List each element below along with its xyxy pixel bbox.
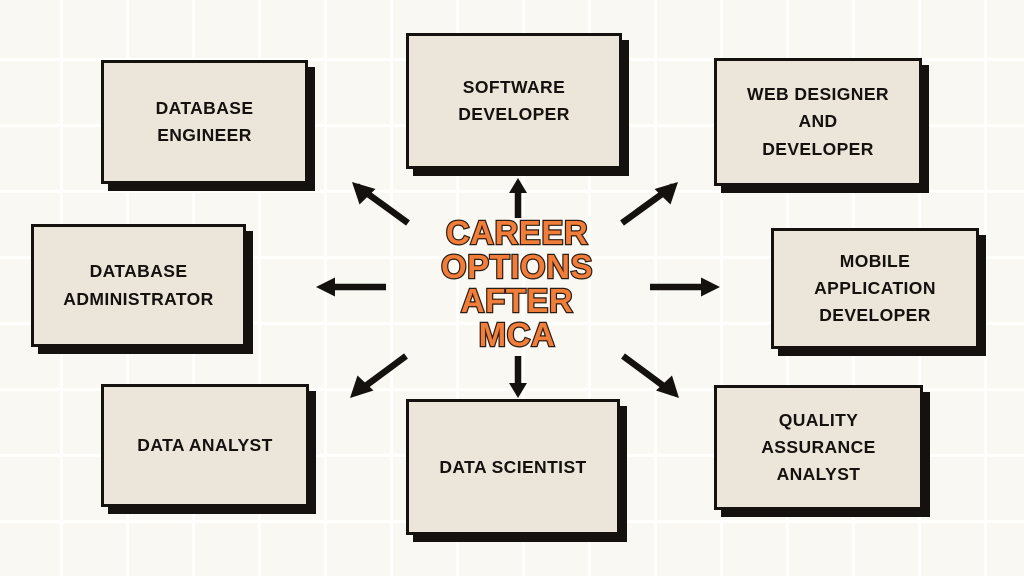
node-label: QUALITY ASSURANCE ANALYST	[761, 409, 876, 485]
page-title: CAREER OPTIONS AFTER MCA	[440, 214, 594, 353]
node-data-analyst[interactable]: DATA ANALYST	[101, 384, 309, 507]
arrow-up-left-icon	[350, 180, 412, 228]
node-label: DATA SCIENTIST	[439, 457, 587, 477]
node-label: DATA ANALYST	[137, 434, 273, 455]
arrow-left-icon	[316, 276, 388, 298]
arrow-right-icon	[648, 276, 720, 298]
node-database-engineer[interactable]: DATABASE ENGINEER	[101, 60, 308, 184]
node-data-scientist[interactable]: DATA SCIENTIST	[406, 399, 620, 535]
node-web-designer-and-developer[interactable]: WEB DESIGNER AND DEVELOPER	[714, 58, 922, 186]
arrow-up-right-icon	[618, 180, 680, 228]
node-label: MOBILE APPLICATION DEVELOPER	[814, 250, 936, 326]
arrow-down-right-icon	[620, 352, 682, 400]
node-software-developer[interactable]: SOFTWARE DEVELOPER	[406, 33, 622, 169]
node-label: WEB DESIGNER AND DEVELOPER	[747, 84, 889, 159]
node-label: SOFTWARE DEVELOPER	[458, 76, 570, 124]
node-label: DATABASE ENGINEER	[155, 97, 254, 145]
arrow-down-left-icon	[348, 352, 410, 400]
node-label: DATABASE ADMINISTRATOR	[63, 261, 214, 309]
node-mobile-application-developer[interactable]: MOBILE APPLICATION DEVELOPER	[771, 228, 979, 349]
arrow-down-icon	[508, 356, 528, 398]
node-quality-assurance-analyst[interactable]: QUALITY ASSURANCE ANALYST	[714, 385, 923, 510]
node-database-administrator[interactable]: DATABASE ADMINISTRATOR	[31, 224, 246, 347]
